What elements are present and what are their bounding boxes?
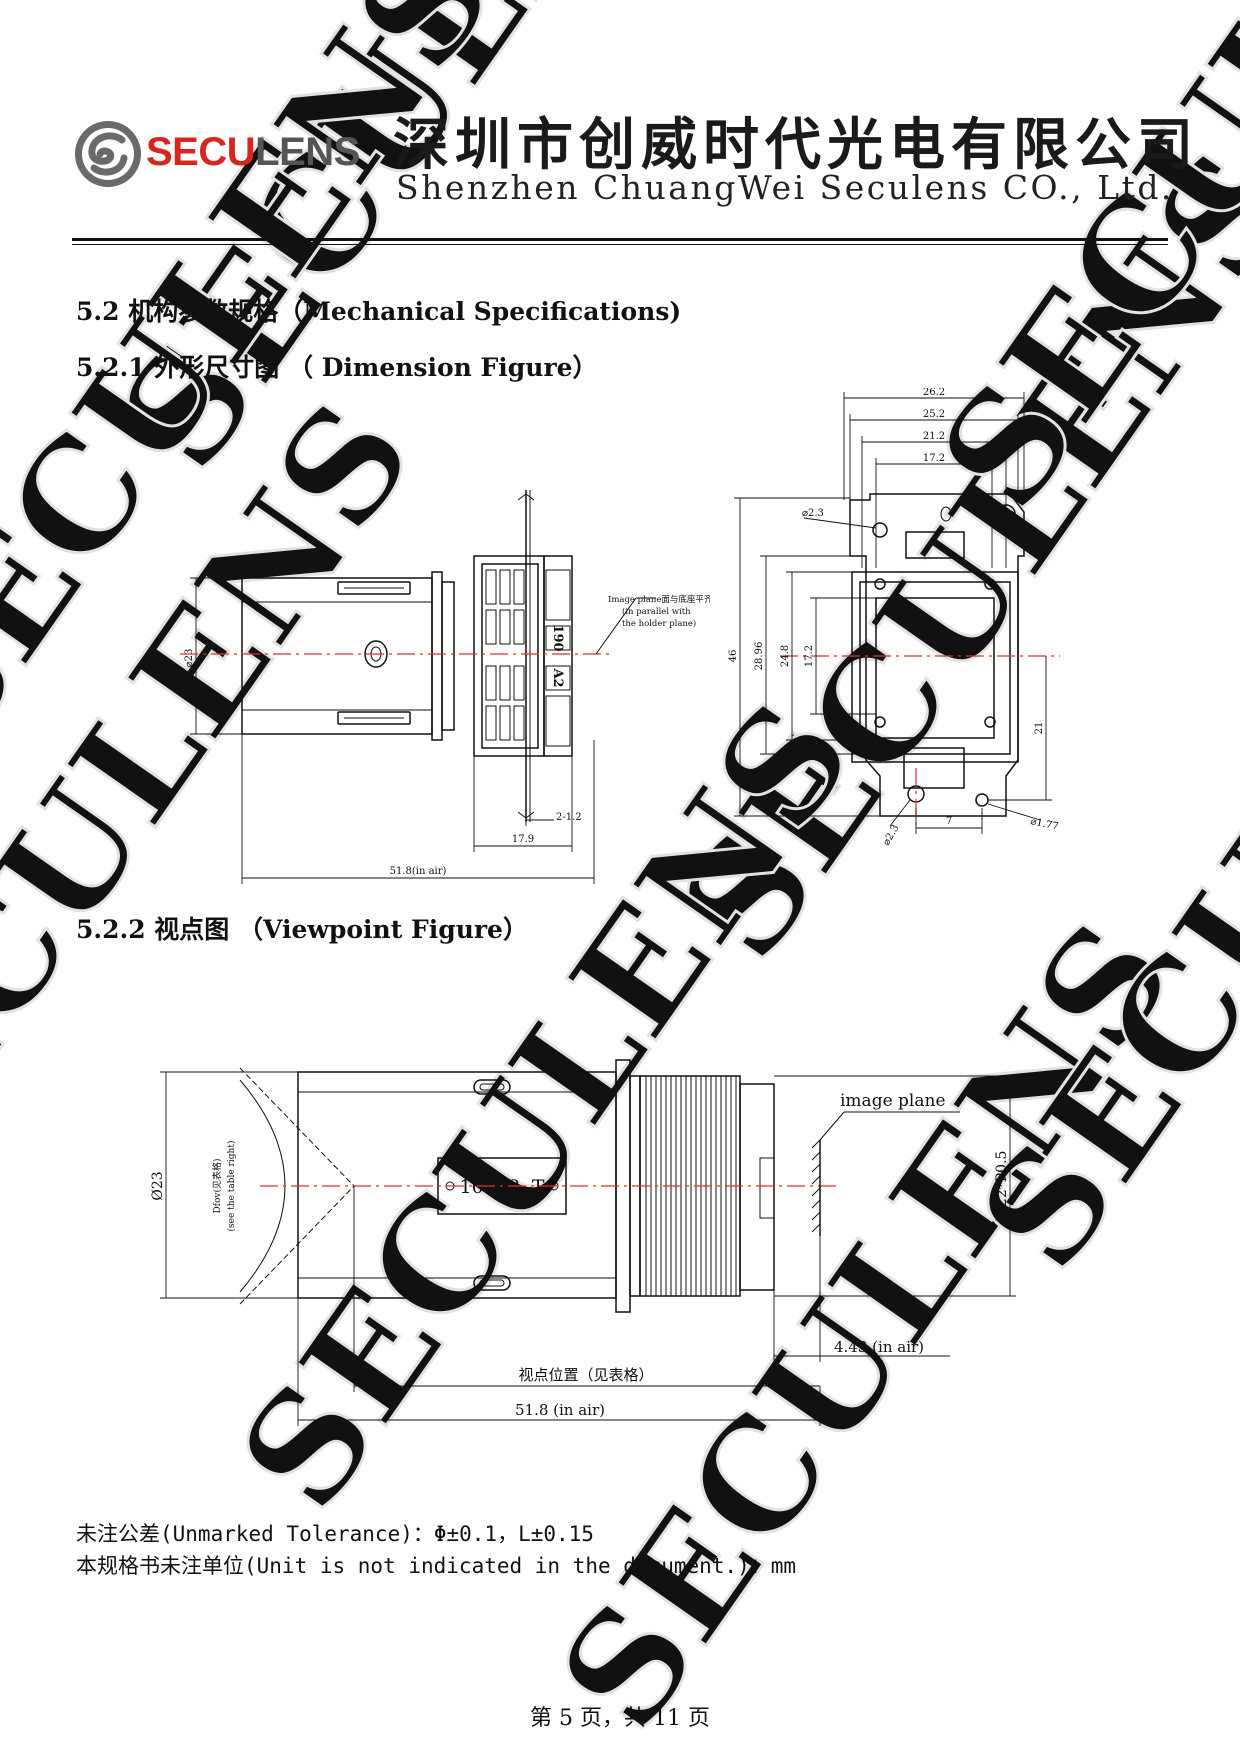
logo-wordmark: SECULENS: [146, 130, 360, 175]
dim-28-96: 28.96: [754, 642, 765, 671]
image-plane-note-3: the holder plane): [622, 618, 696, 629]
holder-mark-a2: A2: [550, 667, 565, 687]
dim-7: 7: [946, 816, 952, 827]
note-tolerance: 未注公差(Unmarked Tolerance)：Φ±0.1，L±0.15: [76, 1522, 594, 1546]
company-name-cn: 深圳市创威时代光电有限公司: [393, 113, 1199, 178]
seculens-swirl-logo-icon: [75, 121, 141, 187]
image-plane-note-2: (in parallel with: [622, 606, 691, 617]
dim-17-2-h: 17.2: [804, 645, 815, 667]
viewpoint-position: 视点位置（见表格）: [518, 1366, 653, 1384]
viewpoint-figure: Ø23 Dfov(见表格) (see the table right) 1013…: [150, 1059, 1016, 1426]
viewpoint-lens-mark: 10138 -T: [460, 1176, 545, 1198]
header-rule-thick: [72, 238, 1168, 241]
viewpoint-thread: M22*P0.5: [994, 1151, 1010, 1222]
viewpoint-dfov-2: (see the table right): [226, 1141, 237, 1232]
dim-2-1-2: 2-1.2: [556, 812, 582, 823]
dim-51-8-side: 51.8(in air): [390, 866, 447, 877]
thread-lines: [645, 1076, 737, 1296]
section-heading-mechanical: 5.2 机构参数规格（Mechanical Specifications): [76, 297, 682, 326]
dim-hole-top: ⌀2.3: [802, 508, 824, 519]
note-unit: 本规格书未注单位(Unit is not indicated in the do…: [76, 1554, 797, 1578]
company-name-en: Shenzhen ChuangWei Seculens CO., Ltd.: [396, 168, 1174, 207]
image-plane-note-1: Image plane面与底座平齐: [608, 594, 710, 605]
viewpoint-dim-51-8: 51.8 (in air): [515, 1401, 605, 1419]
dim-diameter-side: ⌀23: [184, 649, 195, 668]
header-rule-thin: [72, 244, 1168, 245]
page-number: 第 5 页，共 11 页: [530, 1706, 710, 1731]
dim-24-8: 24.8: [780, 645, 791, 667]
viewpoint-image-plane: image plane: [840, 1091, 946, 1111]
section-heading-viewpoint: 5.2.2 视点图 （Viewpoint Figure）: [76, 915, 528, 944]
dim-21: 21: [1034, 722, 1045, 735]
viewpoint-dfov-1: Dfov(见表格): [211, 1158, 223, 1213]
dim-17-9: 17.9: [512, 834, 534, 845]
dim-hole-small: ⌀1.77: [1029, 816, 1059, 833]
holder-mark-190: 190: [550, 624, 565, 651]
dim-26-2: 26.2: [923, 388, 945, 398]
section-heading-dimension: 5.2.1 外形尺寸图 （ Dimension Figure）: [76, 353, 598, 382]
dim-25-2: 25.2: [923, 409, 945, 420]
company-header: SECULENS 深圳市创威时代光电有限公司 Shenzhen ChuangWe…: [0, 0, 1240, 250]
logo-text-grey: LENS: [255, 130, 360, 174]
viewpoint-diameter: Ø23: [150, 1171, 166, 1200]
dimension-side-view: ⌀23 190 A2 Image plane面与底座平齐 (in paralle…: [180, 490, 710, 884]
dim-17-2-w: 17.2: [923, 453, 945, 464]
viewpoint-dim-4-43: 4.43 (in air): [834, 1338, 924, 1356]
dim-hole-bottom: ⌀2.3: [881, 823, 901, 847]
dim-46: 46: [728, 650, 739, 663]
dim-21-2: 21.2: [923, 431, 945, 442]
dimension-front-view: 26.2 25.2 21.2 17.2 ⌀2.3 46 28.96 24.8 1: [728, 388, 1060, 848]
logo-text-red: SECU: [146, 130, 256, 174]
